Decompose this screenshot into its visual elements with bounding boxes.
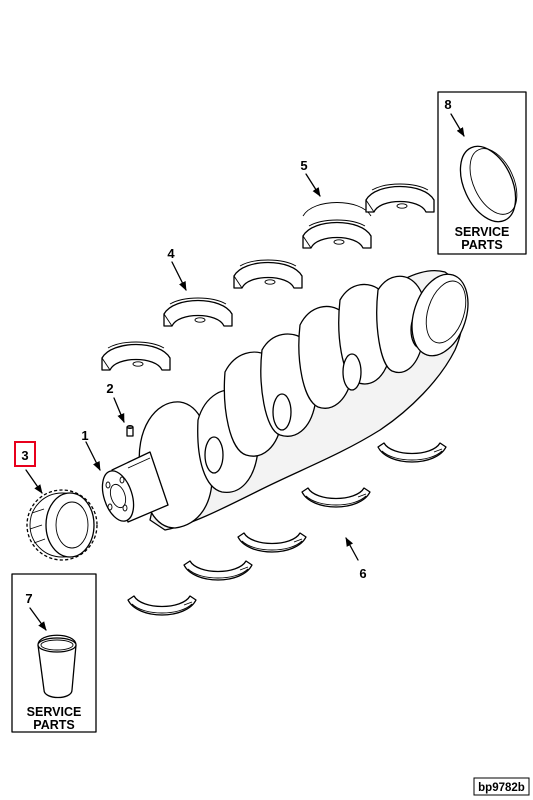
callout-2: 2 (106, 381, 113, 396)
service-parts-label: PARTS (461, 238, 502, 252)
crankshaft (101, 270, 469, 531)
service-parts-box-7: SERVICE PARTS (11, 573, 97, 733)
service-parts-box-8: SERVICE PARTS (437, 91, 527, 255)
callout-8: 8 (444, 97, 451, 112)
reference-code-box: bp9782b (473, 777, 530, 796)
lower-bearing-shell (237, 532, 307, 553)
callout-3-highlight: 3 (14, 441, 36, 467)
service-parts-label: PARTS (33, 718, 74, 732)
upper-bearing-shell (101, 341, 171, 371)
wear-sleeve (37, 634, 77, 699)
lower-bearing-shell (127, 595, 197, 616)
lower-bearing-shell (301, 487, 371, 508)
callout-1: 1 (81, 428, 88, 443)
callout-7: 7 (25, 591, 32, 606)
callout-3: 3 (21, 448, 28, 463)
dowel-pin (126, 425, 134, 437)
service-parts-label: SERVICE (27, 705, 82, 719)
callout-5: 5 (300, 158, 307, 173)
upper-bearing-shell (233, 259, 303, 289)
callout-4: 4 (167, 246, 175, 261)
crankshaft-gear (26, 489, 98, 561)
callout-6: 6 (359, 566, 366, 581)
upper-thrust-bearing-shell (302, 202, 372, 217)
service-parts-label: SERVICE (455, 225, 510, 239)
upper-bearing-shell (365, 183, 435, 213)
upper-bearing-shell (163, 297, 233, 327)
thrust-ring (459, 145, 518, 223)
upper-bearing-shell (302, 219, 372, 249)
leader-lines (25, 113, 465, 631)
lower-bearing-shell (183, 560, 253, 581)
reference-code: bp9782b (478, 782, 525, 794)
lower-bearing-shell (377, 442, 447, 463)
